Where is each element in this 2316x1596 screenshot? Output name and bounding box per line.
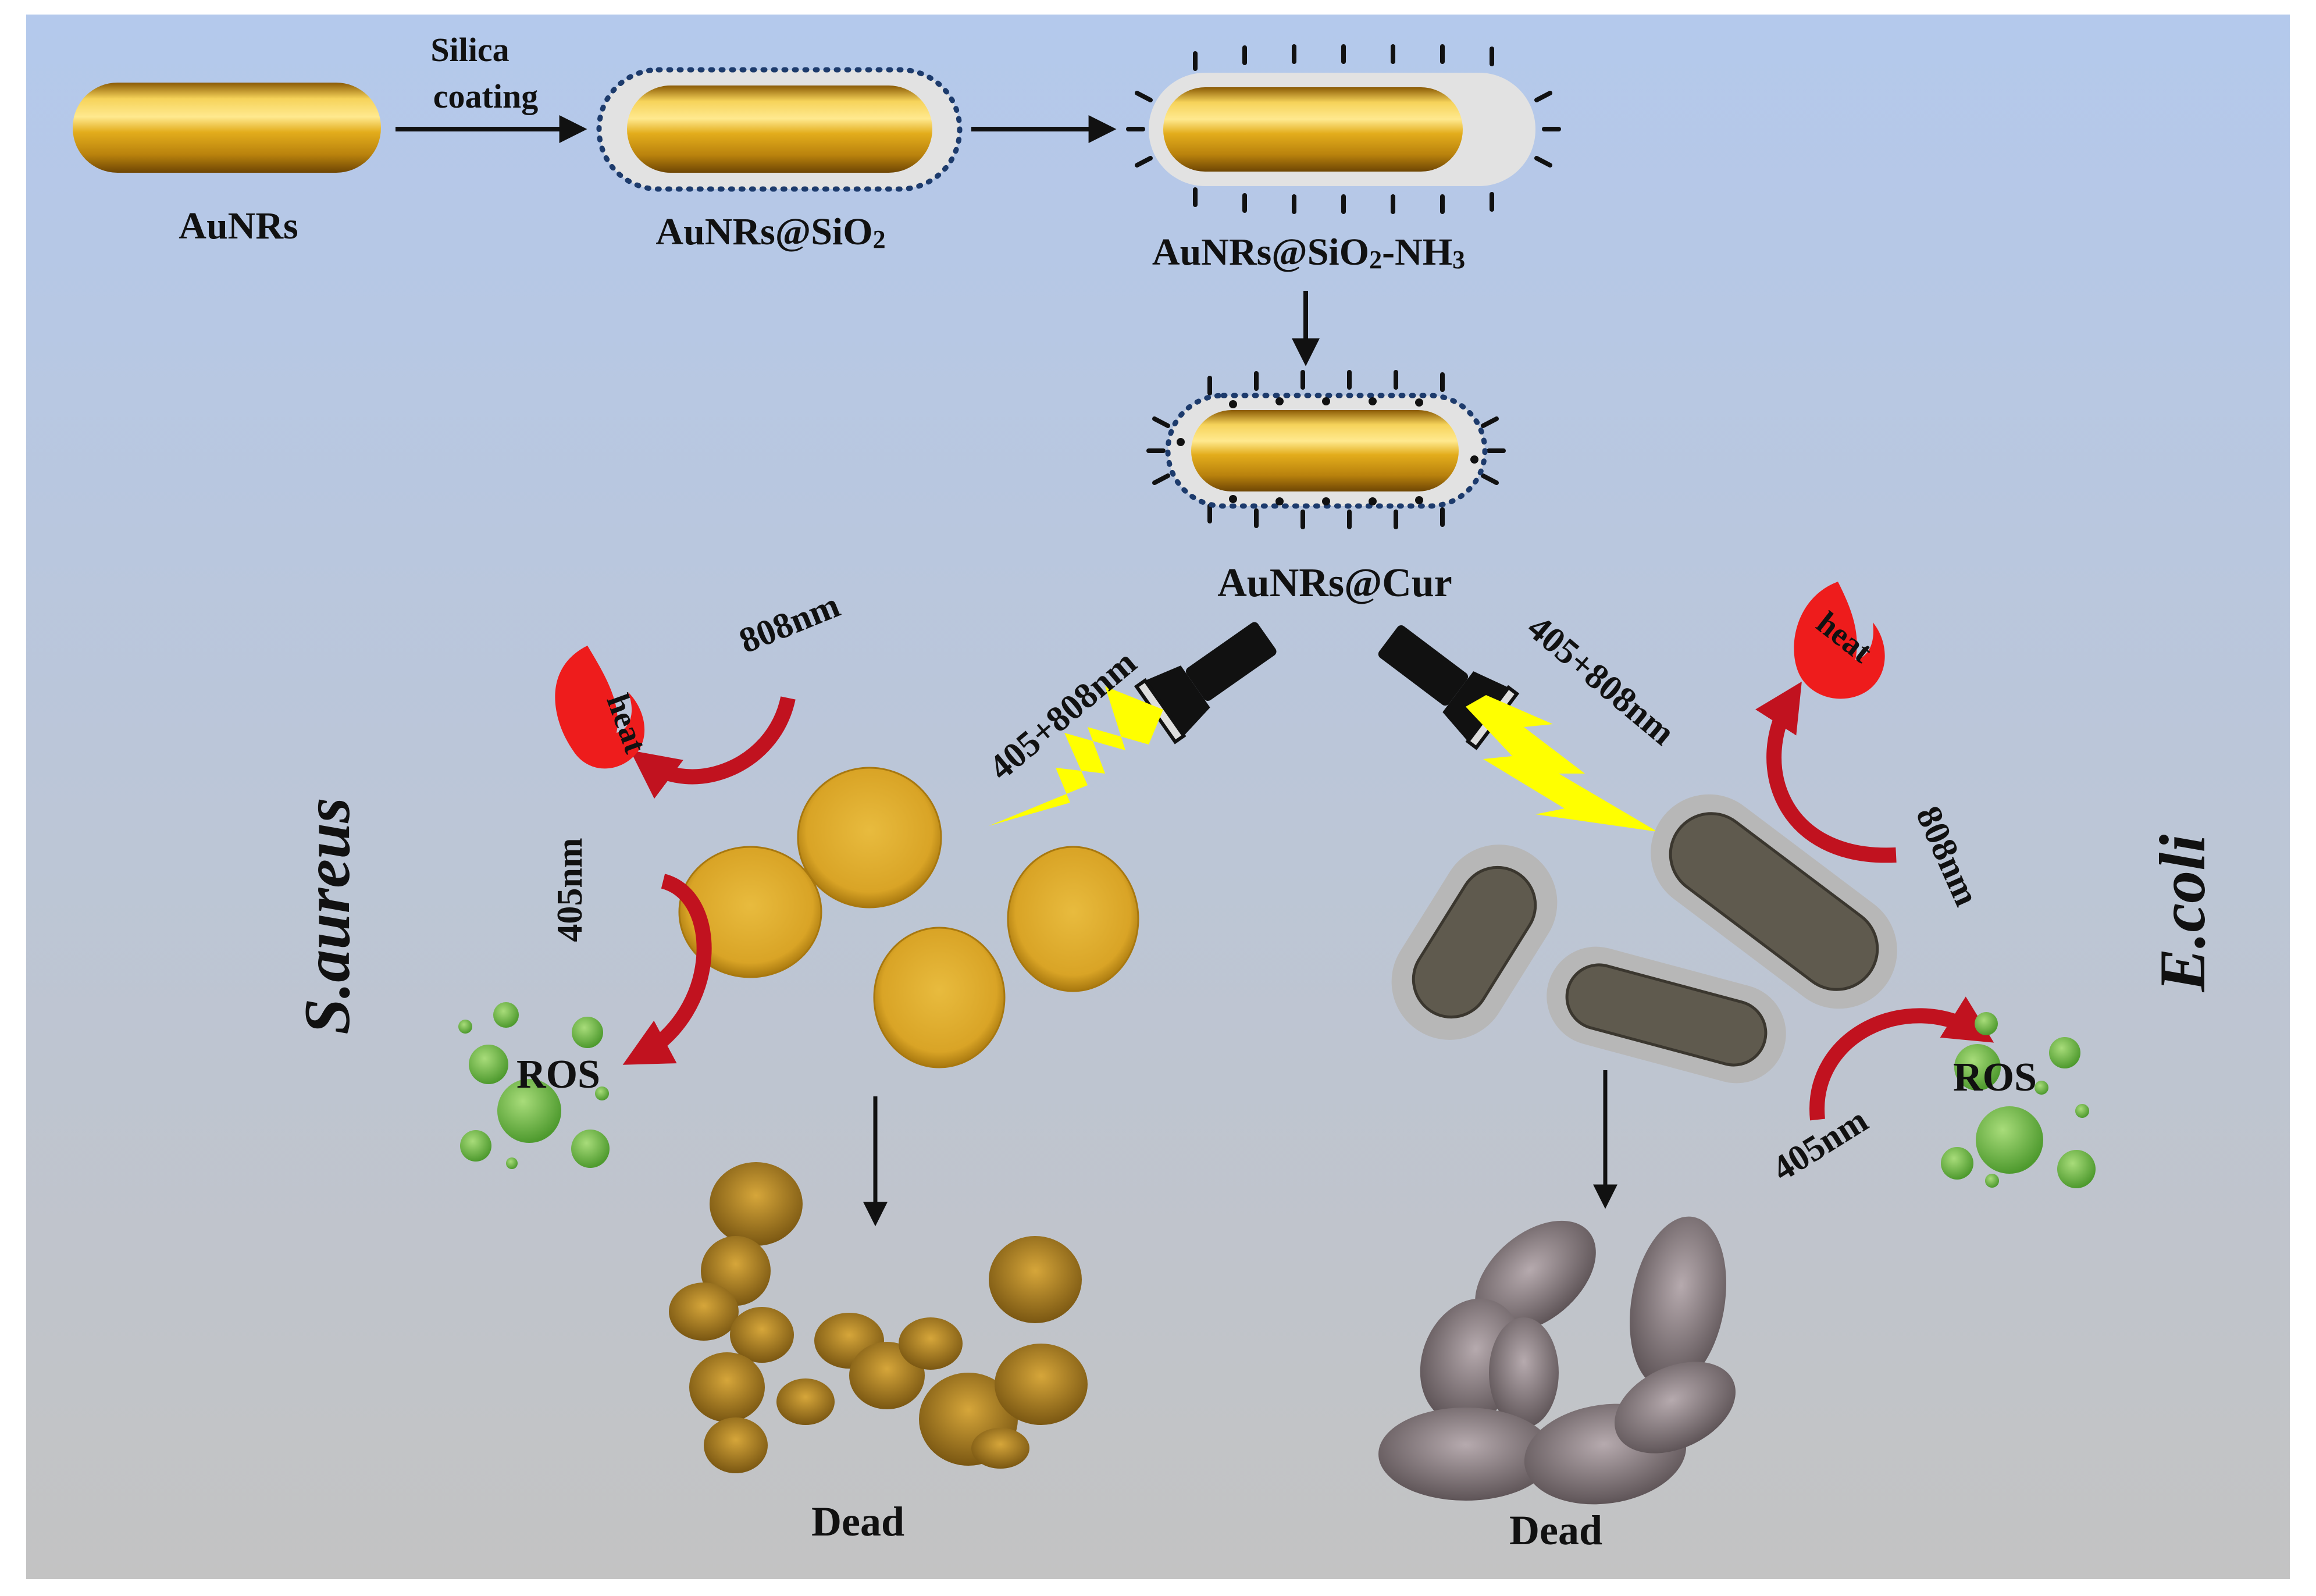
lightning-left xyxy=(989,686,1163,826)
label-coating: coating xyxy=(433,77,538,115)
dead-s-aureus xyxy=(669,1162,1088,1473)
label-aunrs-sio2-nh3: AuNRs@SiO2-NH3 xyxy=(1152,231,1465,274)
label-right-dead: Dead xyxy=(1509,1507,1602,1554)
aunr-rod-silica xyxy=(596,67,963,192)
s-aureus-cells xyxy=(678,767,1139,1068)
ros-arrow-right xyxy=(1809,996,1994,1121)
label-left-dead: Dead xyxy=(811,1498,904,1545)
heat-arrow-right xyxy=(1755,681,1897,863)
aunr-rod-bare xyxy=(73,83,381,173)
lightning-right xyxy=(1466,695,1658,832)
aunr-rod-curcumin xyxy=(1146,370,1506,529)
label-aunrs-cur: AuNRs@Cur xyxy=(1217,561,1452,605)
ros-arrow-left xyxy=(622,874,712,1065)
e-coli-cells xyxy=(1391,794,1897,1084)
label-e-coli: E.coli xyxy=(2147,835,2219,993)
background-panel xyxy=(26,15,2290,1579)
flame-left-icon xyxy=(555,646,645,769)
heat-arrow-left xyxy=(630,696,796,799)
ros-bubbles-right xyxy=(1941,1012,2096,1188)
label-silica: Silica xyxy=(430,31,509,69)
ros-bubbles-left xyxy=(458,1002,610,1169)
label-aunrs: AuNRs xyxy=(179,205,298,247)
label-left-405: 405nm xyxy=(550,838,590,942)
flame-right-icon xyxy=(1794,582,1885,699)
label-aunrs-sio2: AuNRs@SiO2 xyxy=(655,211,885,254)
aunr-rod-amine xyxy=(1126,44,1561,214)
label-s-aureus: S.aureus xyxy=(291,797,364,1035)
label-left-ros: ROS xyxy=(516,1052,600,1097)
dead-e-coli xyxy=(1378,1216,1736,1505)
label-right-ros: ROS xyxy=(1953,1055,2037,1100)
